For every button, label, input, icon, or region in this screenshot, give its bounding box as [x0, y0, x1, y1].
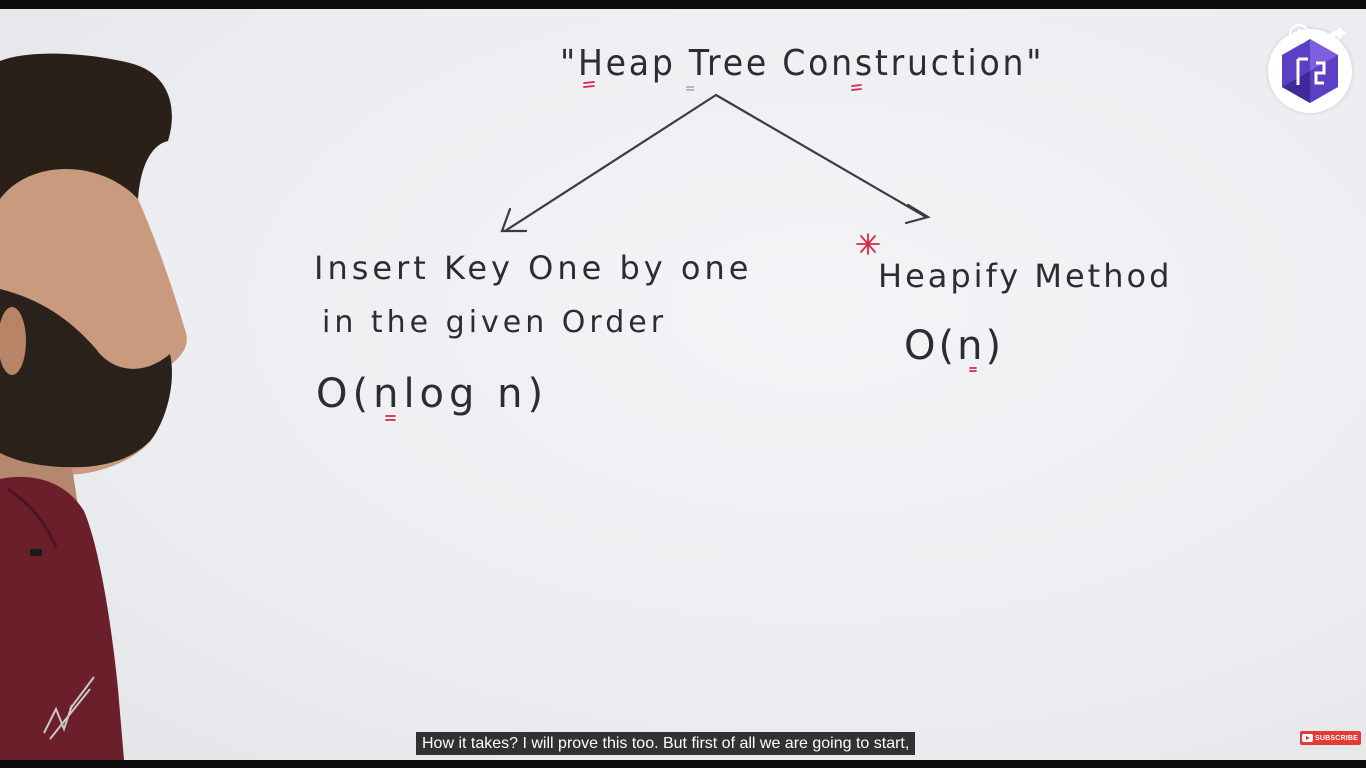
clock-icon[interactable]	[1288, 23, 1310, 45]
right-branch-line1: Heapify Method	[878, 257, 1173, 295]
subscribe-button[interactable]: SUBSCRIBE	[1300, 731, 1362, 745]
right-branch-complexity: O(n)	[904, 323, 1005, 369]
right-arrow-head	[904, 203, 931, 225]
presenter-hair	[0, 53, 172, 209]
left-branch-line2: in the given Order	[322, 305, 668, 340]
left-arrow-head	[500, 207, 528, 233]
caption-text: How it takes? I will prove this too. But…	[416, 732, 916, 755]
red-emphasis-marks	[385, 81, 977, 421]
left-branch-line1: Insert Key One by one	[314, 249, 753, 287]
presenter-ear	[0, 307, 26, 375]
grey-tick-marks	[686, 86, 694, 91]
lapel-mic	[30, 549, 42, 556]
presenter-collar	[7, 487, 58, 548]
presenter-figure	[0, 53, 187, 760]
youtube-play-icon	[1302, 734, 1313, 742]
presenter-shirt	[0, 476, 124, 760]
branch-arrows	[500, 93, 931, 233]
channel-logo[interactable]	[1268, 29, 1352, 113]
left-branch-complexity: O(nlog n)	[316, 371, 549, 417]
subscribe-label: SUBSCRIBE	[1315, 734, 1359, 742]
right-arrow-line	[714, 93, 928, 219]
presenter-beard	[0, 289, 172, 468]
whiteboard-drawing	[385, 81, 977, 421]
shirt-print	[43, 676, 95, 740]
red-star-mark	[856, 233, 880, 255]
video-frame[interactable]: "Heap Tree Construction" Insert Key One …	[0, 9, 1366, 760]
left-arrow-line	[503, 93, 718, 233]
gs-hexagon-logo-icon	[1282, 39, 1338, 103]
board-title: "Heap Tree Construction"	[560, 43, 1045, 84]
share-arrow-icon[interactable]	[1324, 23, 1348, 45]
